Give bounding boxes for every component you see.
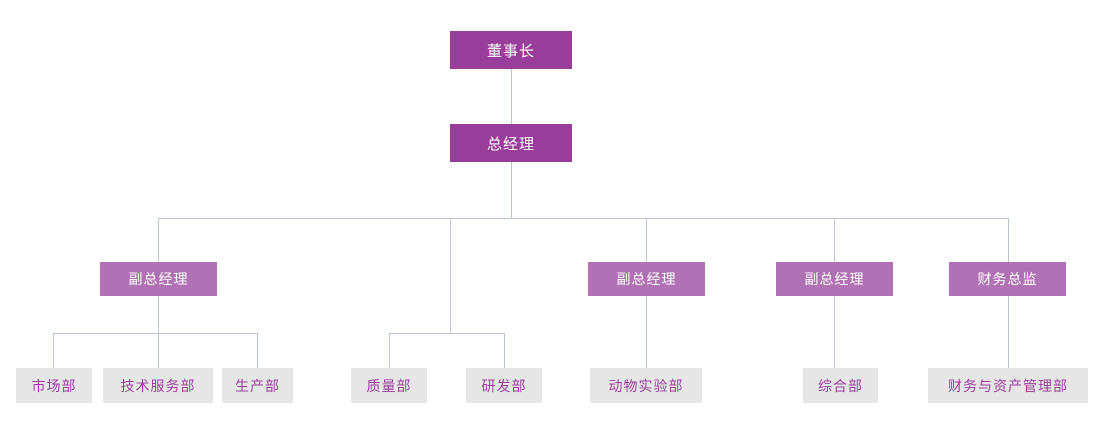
node-dept-general-affairs[interactable]: 综合部 <box>803 368 878 403</box>
connector-bus-to-vp2 <box>646 218 647 262</box>
node-cfo-label: 财务总监 <box>977 271 1038 287</box>
connector-bus-to-vp1 <box>158 218 159 262</box>
connector-bus-to-cfo <box>1008 218 1009 262</box>
connector-vp1-to-market <box>53 333 54 368</box>
connector-vp3-to-general-affairs <box>834 296 835 368</box>
connector-bus-to-vp3 <box>834 218 835 262</box>
node-dept-production[interactable]: 生产部 <box>222 368 293 403</box>
connector-bus-to-quality-rd-junction <box>450 218 451 333</box>
connector-junction-bus <box>389 333 505 334</box>
node-general-manager[interactable]: 总经理 <box>450 124 572 162</box>
node-vp3-label: 副总经理 <box>804 271 865 287</box>
node-dept-quality-label: 质量部 <box>366 377 412 394</box>
node-dept-animal-lab-label: 动物实验部 <box>608 377 684 394</box>
node-dept-market-label: 市场部 <box>31 377 77 394</box>
connector-vp1-bus <box>53 333 258 334</box>
node-dept-tech-service[interactable]: 技术服务部 <box>103 368 213 403</box>
connector-chairman-to-gm <box>511 69 512 124</box>
node-vp1-label: 副总经理 <box>128 271 189 287</box>
node-general-manager-label: 总经理 <box>486 135 535 153</box>
node-vp2-label: 副总经理 <box>616 271 677 287</box>
connector-gm-to-bus <box>511 162 512 218</box>
connector-vp1-to-production <box>257 333 258 368</box>
node-vp2[interactable]: 副总经理 <box>588 262 705 296</box>
node-cfo[interactable]: 财务总监 <box>949 262 1066 296</box>
node-dept-finance-asset[interactable]: 财务与资产管理部 <box>928 368 1088 403</box>
connector-vp2-to-animal-lab <box>646 296 647 368</box>
node-chairman-label: 董事长 <box>486 42 535 60</box>
node-dept-market[interactable]: 市场部 <box>16 368 92 403</box>
connector-junction-to-rd <box>504 333 505 368</box>
node-dept-finance-asset-label: 财务与资产管理部 <box>948 377 1068 394</box>
connector-cfo-to-finance-asset <box>1008 296 1009 368</box>
connector-vp1-stem <box>158 296 159 333</box>
connector-vp1-to-tech-service <box>158 333 159 368</box>
node-dept-production-label: 生产部 <box>235 377 280 394</box>
node-dept-rd-label: 研发部 <box>481 377 527 394</box>
connector-level3-bus <box>158 218 1009 219</box>
connector-junction-to-quality <box>389 333 390 368</box>
node-dept-rd[interactable]: 研发部 <box>466 368 542 403</box>
node-vp3[interactable]: 副总经理 <box>776 262 893 296</box>
node-dept-quality[interactable]: 质量部 <box>351 368 427 403</box>
node-vp1[interactable]: 副总经理 <box>100 262 217 296</box>
node-dept-animal-lab[interactable]: 动物实验部 <box>590 368 702 403</box>
node-chairman[interactable]: 董事长 <box>450 31 572 69</box>
node-dept-general-affairs-label: 综合部 <box>818 377 863 394</box>
node-dept-tech-service-label: 技术服务部 <box>120 377 196 394</box>
